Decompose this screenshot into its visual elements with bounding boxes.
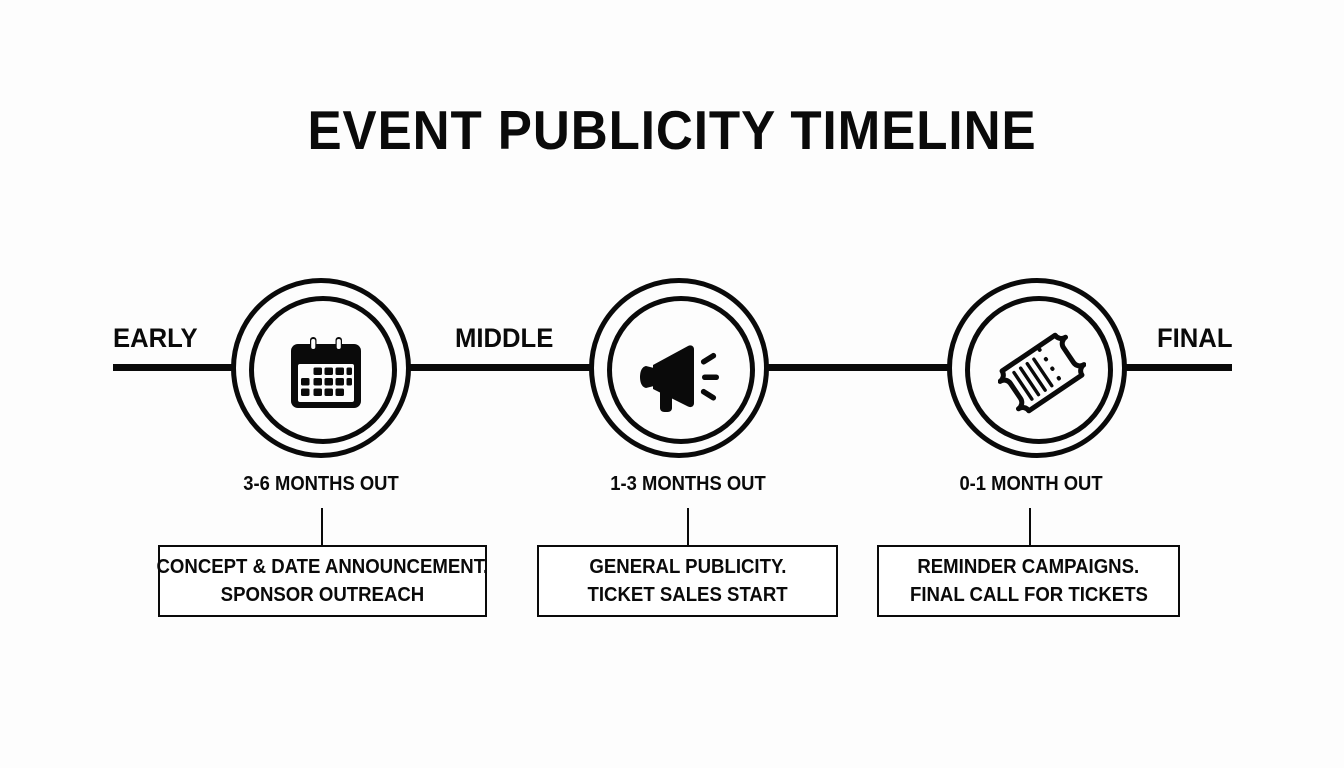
timing-label-1: 3-6 MONTHS OUT <box>243 473 399 495</box>
description-box-1[interactable]: CONCEPT & DATE ANNOUNCEMENT. SPONSOR OUT… <box>156 545 489 617</box>
description-line-2a: GENERAL PUBLICITY. <box>588 555 787 578</box>
page-title: EVENT PUBLICITY TIMELINE <box>307 99 1037 161</box>
timeline-node-3[interactable] <box>947 278 1127 458</box>
connector-stem-3 <box>1029 508 1031 546</box>
ticket-icon <box>952 283 1132 463</box>
connector-stem-1 <box>321 508 323 546</box>
timing-label-2: 1-3 MONTHS OUT <box>610 473 766 495</box>
phase-label-final: FINAL <box>1156 323 1232 353</box>
phase-label-middle: MIDDLE <box>455 323 554 353</box>
timeline-node-1[interactable] <box>231 278 411 458</box>
description-box-2[interactable]: GENERAL PUBLICITY. TICKET SALES START <box>537 545 838 617</box>
description-line-1b: SPONSOR OUTREACH <box>220 584 425 606</box>
description-line-3b: FINAL CALL FOR TICKETS <box>909 584 1148 606</box>
description-line-3a: REMINDER CAMPAIGNS. <box>917 555 1140 578</box>
megaphone-icon <box>594 283 774 463</box>
description-box-3[interactable]: REMINDER CAMPAIGNS. FINAL CALL FOR TICKE… <box>877 545 1180 617</box>
node-inner-ring-3 <box>965 296 1113 444</box>
connector-stem-2 <box>687 508 689 546</box>
phase-label-early: EARLY <box>113 323 198 353</box>
description-line-1a: CONCEPT & DATE ANNOUNCEMENT. <box>156 555 489 578</box>
timing-label-3: 0-1 MONTH OUT <box>959 473 1103 495</box>
calendar-icon <box>236 283 416 463</box>
timeline-node-2[interactable] <box>589 278 769 458</box>
description-line-2b: TICKET SALES START <box>587 584 788 606</box>
